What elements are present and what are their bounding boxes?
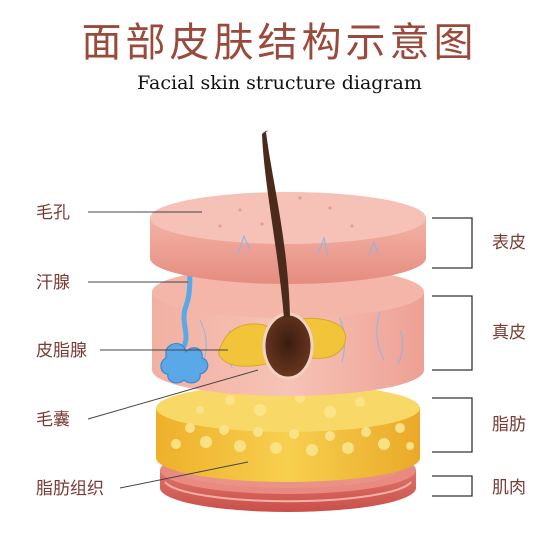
label-dermis: 真皮 <box>492 323 526 343</box>
hair-follicle <box>262 312 314 380</box>
epidermis-layer <box>150 192 426 284</box>
title-chinese: 面部皮肤结构示意图 <box>81 20 478 66</box>
left-leader-lines <box>87 211 259 489</box>
label-muscle: 肌肉 <box>492 478 526 498</box>
fat-layer <box>156 384 420 482</box>
label-fat-tissue: 脂肪组织 <box>36 479 104 499</box>
label-fat: 脂肪 <box>492 415 526 435</box>
label-sebaceous-gland: 皮脂腺 <box>36 341 87 361</box>
title-english: Facial skin structure diagram <box>137 72 422 94</box>
hair-shaft <box>262 130 290 318</box>
label-sweat-gland: 汗腺 <box>36 273 70 293</box>
right-brackets <box>432 217 473 497</box>
label-pore: 毛孔 <box>36 203 70 223</box>
label-hair-follicle: 毛囊 <box>36 410 70 430</box>
label-epidermis: 表皮 <box>492 233 526 253</box>
